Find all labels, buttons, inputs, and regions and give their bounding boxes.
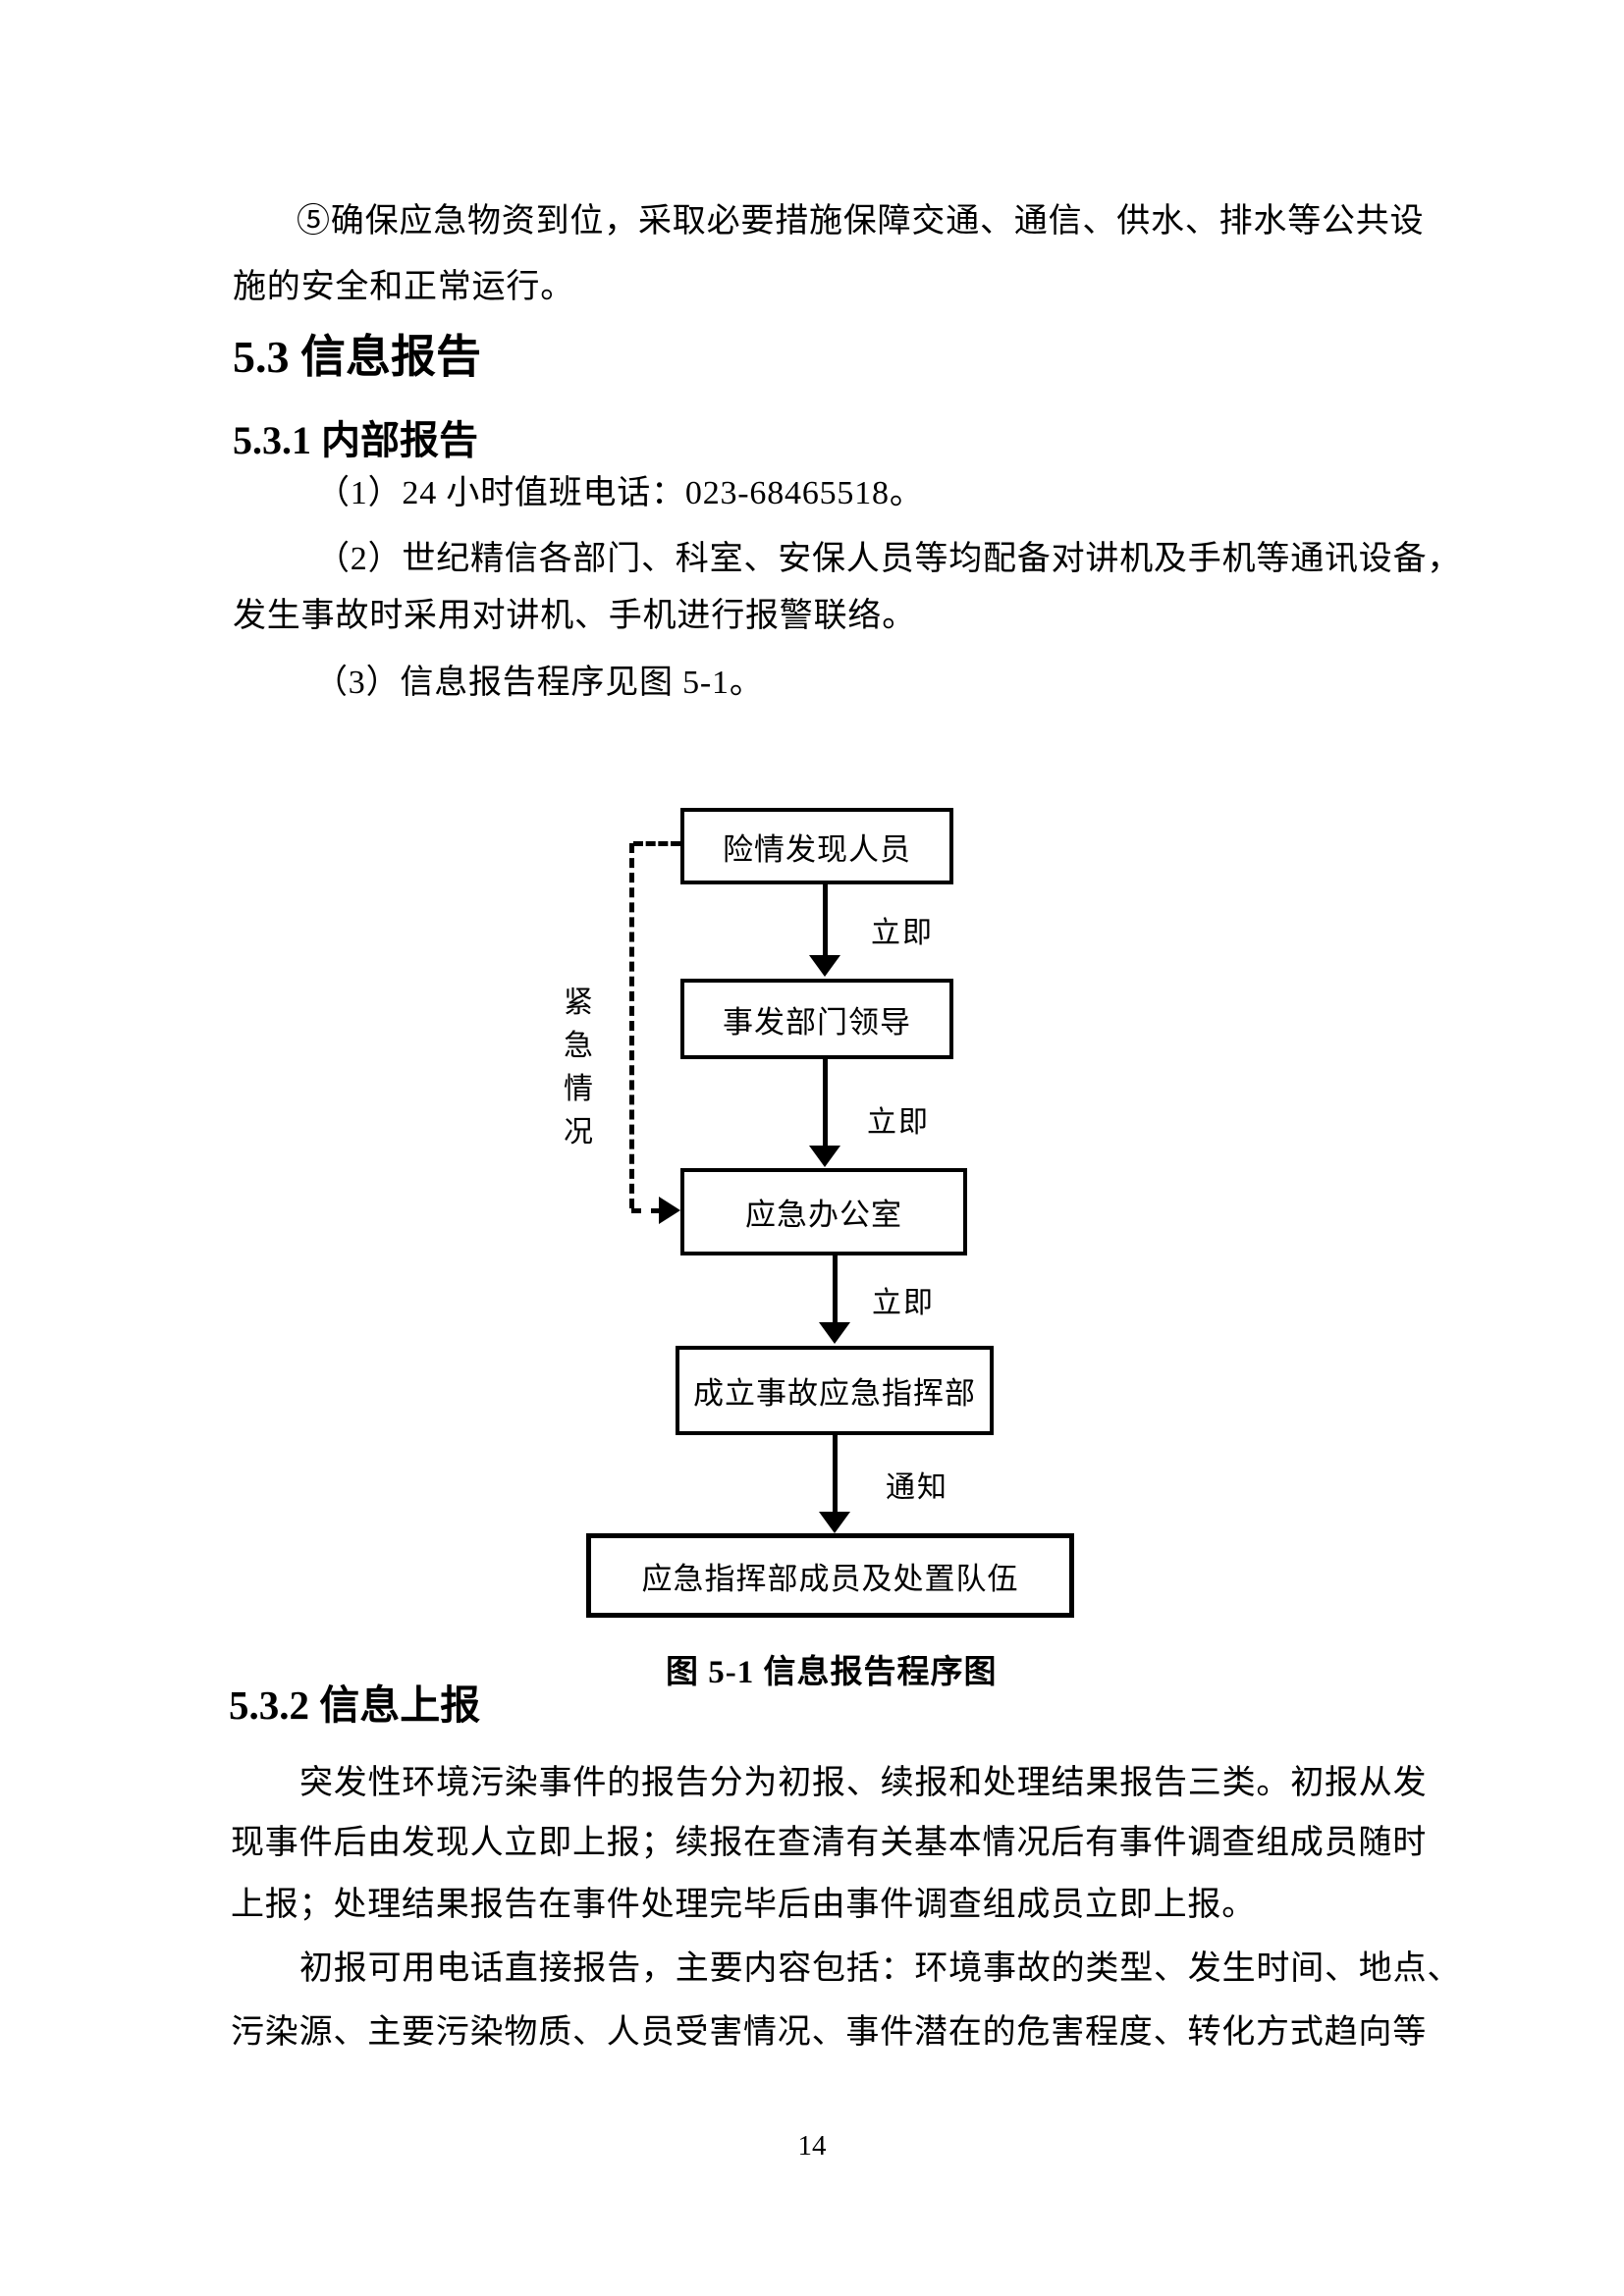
flowchart-edge-label: 通知 (886, 1471, 948, 1504)
flowchart-node-label: 险情发现人员 (723, 831, 911, 867)
heading-5-3-2: 5.3.2 信息上报 (229, 1682, 481, 1728)
flowchart-arrow-line (833, 1254, 838, 1324)
flowchart-arrow-line (823, 1057, 828, 1148)
flowchart-arrow-line (833, 1433, 838, 1514)
flowchart-edge-label: 立即 (867, 1106, 930, 1139)
flowchart-node-members-teams: 应急指挥部成员及处置队伍 (586, 1533, 1074, 1618)
flowchart-node-command-center: 成立事故应急指挥部 (676, 1346, 994, 1435)
item-2-line-1: （2）世纪精信各部门、科室、安保人员等均配备对讲机及手机等通讯设备， (316, 541, 1462, 577)
intro-paragraph-line-1: ⑤确保应急物资到位，采取必要措施保障交通、通信、供水、排水等公共设 (297, 203, 1425, 240)
arrow-down-icon (809, 955, 840, 977)
flowchart-node-label: 应急办公室 (745, 1198, 902, 1232)
flowchart-arrow-line (823, 882, 828, 957)
arrow-down-icon (819, 1322, 850, 1344)
para-2-line-1: 初报可用电话直接报告，主要内容包括：环境事故的类型、发生时间、地点、 (299, 1950, 1462, 1987)
intro-paragraph-line-2: 施的安全和正常运行。 (233, 269, 574, 305)
figure-caption: 图 5-1 信息报告程序图 (666, 1655, 998, 1690)
para-1-line-2: 现事件后由发现人立即上报；续报在查清有关基本情况后有事件调查组成员随时 (231, 1825, 1427, 1861)
flowchart-edge-label: 立即 (871, 917, 934, 949)
flowchart-bypass-dash-vertical (629, 843, 634, 1208)
flowchart-node-danger-discoverer: 险情发现人员 (680, 808, 953, 884)
flowchart-node-department-leader: 事发部门领导 (680, 979, 953, 1059)
item-1-duty-phone: （1）24 小时值班电话：023-68465518。 (316, 475, 924, 511)
para-2-line-2: 污染源、主要污染物质、人员受害情况、事件潜在的危害程度、转化方式趋向等 (231, 2014, 1427, 2051)
item-2-line-2: 发生事故时采用对讲机、手机进行报警联络。 (233, 598, 916, 634)
flowchart-edge-label: 立即 (872, 1287, 935, 1319)
para-1-line-1: 突发性环境污染事件的报告分为初报、续报和处理结果报告三类。初报从发 (299, 1765, 1428, 1801)
heading-5-3: 5.3 信息报告 (233, 332, 481, 382)
flowchart-bypass-dash-top (633, 841, 680, 846)
flowchart-bypass-dash-bottom (631, 1208, 661, 1213)
flowchart-node-label: 成立事故应急指挥部 (693, 1376, 976, 1411)
page-number: 14 (797, 2130, 827, 2162)
item-3-figure-ref: （3）信息报告程序见图 5-1。 (314, 665, 764, 701)
flowchart-node-emergency-office: 应急办公室 (680, 1168, 967, 1255)
flowchart-node-label: 应急指挥部成员及处置队伍 (641, 1561, 1019, 1596)
flowchart-node-label: 事发部门领导 (723, 1004, 911, 1040)
arrow-right-icon (659, 1197, 680, 1224)
flowchart-bypass-label: 紧急情况 (564, 987, 593, 1148)
heading-5-3-1: 5.3.1 内部报告 (233, 418, 478, 462)
para-1-line-3: 上报；处理结果报告在事件处理完毕后由事件调查组成员立即上报。 (231, 1887, 1256, 1923)
arrow-down-icon (809, 1146, 840, 1167)
arrow-down-icon (819, 1512, 850, 1533)
